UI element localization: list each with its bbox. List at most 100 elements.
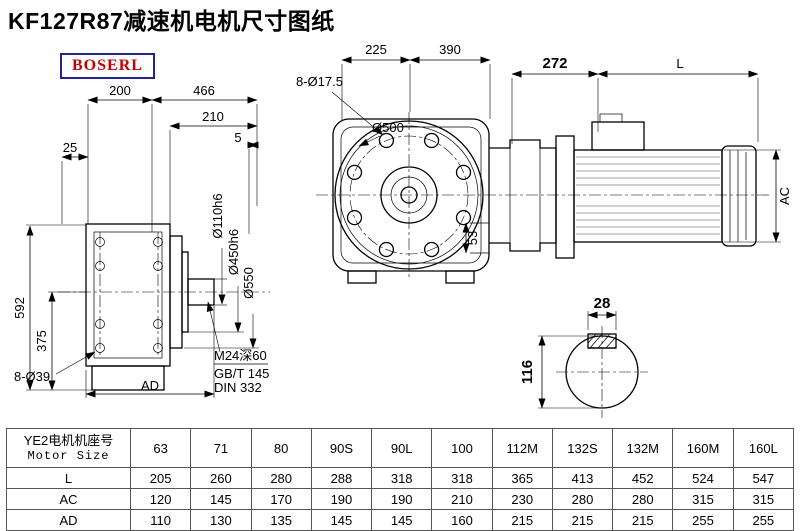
- terminal-box: [591, 121, 645, 151]
- gearbox-body: [85, 223, 171, 367]
- table-row-AC: AC 120 145 170 190 190 210 230 280 280 3…: [6, 488, 795, 510]
- bolt-hole: [423, 132, 440, 149]
- cable-entry: [599, 113, 623, 123]
- tap-note-line2: GB/T 145: [214, 366, 269, 381]
- table-cell: 524: [672, 467, 734, 489]
- table-col-header: 112M: [491, 428, 553, 468]
- motor-size-table: YE2电机机座号 Motor Size 63 71 80 90S 90L 100…: [6, 428, 795, 531]
- side-view: [332, 112, 490, 284]
- bolt-hole: [153, 343, 163, 353]
- bolt-circle-label: 8-Ø17.5: [296, 74, 343, 89]
- table-cell: 288: [310, 467, 373, 489]
- table-header-row: YE2电机机座号 Motor Size 63 71 80 90S 90L 100…: [6, 428, 795, 468]
- table-col-header: 160L: [732, 428, 795, 468]
- bolt-hole: [423, 241, 440, 258]
- table-row-label: L: [6, 467, 131, 489]
- housing-outline: [332, 118, 490, 272]
- brand-logo: BOSERL: [60, 53, 155, 79]
- front-view-dimensions: 200 466 210 5 25 592 375 8-Ø39 AD: [12, 83, 269, 398]
- motor-view-dimensions: 272 L AC: [511, 55, 792, 243]
- bolt-hole: [378, 132, 395, 149]
- table-row-label: AC: [6, 488, 131, 510]
- dim-272-label: 272: [542, 55, 567, 72]
- table-cell: 205: [129, 467, 192, 489]
- dim-l-label: L: [676, 56, 683, 71]
- table-row-label: AD: [6, 509, 131, 531]
- bolt-hole: [95, 343, 105, 353]
- table-cell: 280: [551, 488, 614, 510]
- dim-ad-label: AD: [141, 378, 159, 393]
- table-col-header: 132M: [612, 428, 674, 468]
- table-col-header: 90L: [371, 428, 433, 468]
- dim-210-label: 210: [202, 109, 224, 124]
- table-cell: 210: [431, 488, 493, 510]
- table-cell: 190: [310, 488, 373, 510]
- table-cell: 130: [190, 509, 252, 531]
- table-cell: 135: [250, 509, 312, 531]
- adapter-housing: [489, 139, 557, 252]
- table-cell: 318: [431, 467, 493, 489]
- side-view-dimensions: 225 390 8-Ø17.5 Ø500 53: [296, 42, 491, 254]
- cooling-fins: [576, 156, 720, 235]
- gearbox-base: [91, 365, 165, 391]
- table-row-AD: AD 110 130 135 145 145 160 215 215 215 2…: [6, 509, 795, 531]
- motor-flange: [555, 135, 575, 259]
- gearbox-face: [93, 231, 163, 359]
- bolt-hole: [153, 319, 163, 329]
- motor-view: [489, 113, 757, 259]
- table-cell: 452: [612, 467, 674, 489]
- tap-note-line3: DIN 332: [214, 380, 262, 395]
- table-cell: 120: [129, 488, 192, 510]
- bolt-hole: [346, 164, 363, 181]
- table-cell: 260: [190, 467, 252, 489]
- table-col-header: 160M: [672, 428, 734, 468]
- table-cell: 215: [551, 509, 614, 531]
- table-cell: 315: [732, 488, 795, 510]
- dim-390-label: 390: [439, 42, 461, 57]
- housing-foot: [347, 270, 377, 284]
- key-width-label: 28: [594, 295, 611, 312]
- table-cell: 145: [310, 509, 373, 531]
- table-cell: 413: [551, 467, 614, 489]
- fan-cowl: [721, 145, 757, 247]
- flange-holes-label: 8-Ø39: [14, 369, 50, 384]
- big-circle-label: Ø500: [372, 120, 404, 135]
- housing-foot: [445, 270, 475, 284]
- bolt-hole: [153, 261, 163, 271]
- table-cell: 215: [491, 509, 553, 531]
- spigot-diameter-label: Ø450h6: [226, 229, 241, 275]
- motor-size-label-cn: YE2电机机座号: [23, 433, 114, 448]
- shaft-end-view: [556, 326, 648, 418]
- table-cell: 280: [612, 488, 674, 510]
- flange-diameter-label: Ø550: [241, 267, 256, 299]
- table-col-header: 100: [431, 428, 493, 468]
- dim-225-label: 225: [365, 42, 387, 57]
- table-col-header: 132S: [551, 428, 614, 468]
- table-cell: 547: [732, 467, 795, 489]
- bolt-hole: [95, 237, 105, 247]
- table-cell: 255: [672, 509, 734, 531]
- tap-note-line1: M24深60: [214, 348, 267, 363]
- bolt-hole: [95, 261, 105, 271]
- page-title: KF127R87减速机电机尺寸图纸: [8, 8, 335, 34]
- table-cell: 190: [371, 488, 433, 510]
- table-cell: 318: [371, 467, 433, 489]
- table-cell: 280: [250, 467, 312, 489]
- dim-592-label: 592: [12, 297, 27, 319]
- bolt-hole: [378, 241, 395, 258]
- dim-25-label: 25: [63, 140, 77, 155]
- housing-inner: [340, 126, 482, 264]
- table-col-header: 80: [250, 428, 312, 468]
- shaft-end-dimensions: 28 116: [519, 295, 617, 409]
- dim-ac-label: AC: [777, 187, 792, 205]
- dim-466-label: 466: [193, 83, 215, 98]
- dim-200-label: 200: [109, 83, 131, 98]
- motor-size-label-en: Motor Size: [27, 449, 110, 463]
- table-corner-cell: YE2电机机座号 Motor Size: [6, 428, 131, 468]
- bolt-hole: [95, 319, 105, 329]
- table-cell: 255: [732, 509, 795, 531]
- table-cell: 170: [250, 488, 312, 510]
- dim-375-label: 375: [34, 330, 49, 352]
- table-cell: 230: [491, 488, 553, 510]
